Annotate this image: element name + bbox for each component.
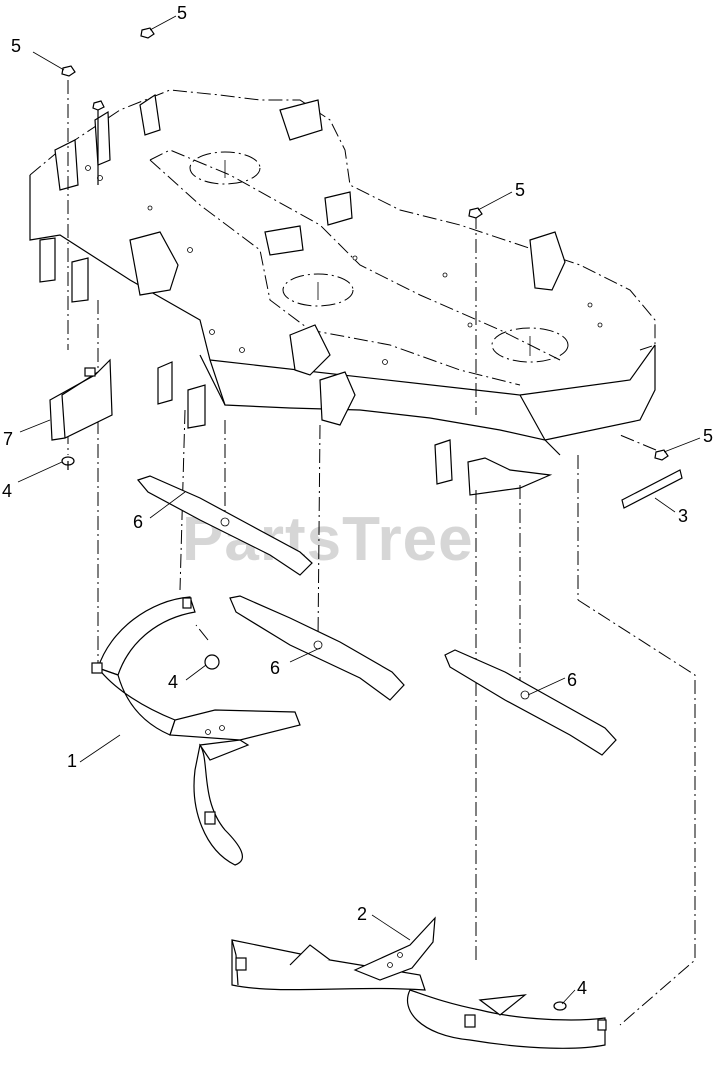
baffle-1 xyxy=(91,596,301,866)
callout-6b: 6 xyxy=(270,658,280,678)
blade-6-right xyxy=(444,649,617,756)
callout-4b: 4 xyxy=(168,672,178,692)
spindle-hole-left xyxy=(189,151,261,185)
baffle-2 xyxy=(231,916,607,1049)
blade-6-left xyxy=(136,475,313,576)
bolt-4a xyxy=(61,456,75,470)
callout-labels: 5 5 5 5 7 4 6 3 6 6 4 1 2 4 xyxy=(2,3,713,998)
spindle-hole-center xyxy=(282,273,354,307)
callout-6a: 6 xyxy=(133,512,143,532)
part-3-strip xyxy=(621,469,683,509)
callout-4c: 4 xyxy=(577,978,587,998)
mower-deck xyxy=(29,89,656,496)
spindle-hole-right xyxy=(491,327,569,363)
bolt-4b xyxy=(204,654,220,670)
callout-7: 7 xyxy=(3,429,13,449)
nut-5a xyxy=(140,27,155,39)
callout-5a: 5 xyxy=(177,3,187,23)
callout-2: 2 xyxy=(357,904,367,924)
callout-leaders xyxy=(17,15,701,1005)
nut-5d xyxy=(654,449,669,461)
callout-5d: 5 xyxy=(703,426,713,446)
blade-6-center xyxy=(229,595,405,701)
callout-5c: 5 xyxy=(515,180,525,200)
callout-6c: 6 xyxy=(567,670,577,690)
callout-5b: 5 xyxy=(11,36,21,56)
nut-5c xyxy=(468,207,483,219)
nut-5b xyxy=(61,65,76,77)
callout-4a: 4 xyxy=(2,481,12,501)
bolt-upper xyxy=(92,100,105,185)
assembly-lines xyxy=(67,80,696,1026)
callout-3: 3 xyxy=(678,506,688,526)
bolt-4c xyxy=(553,1001,567,1011)
part-7-bracket xyxy=(49,358,113,441)
callout-1: 1 xyxy=(67,751,77,771)
hardware xyxy=(61,27,669,1011)
